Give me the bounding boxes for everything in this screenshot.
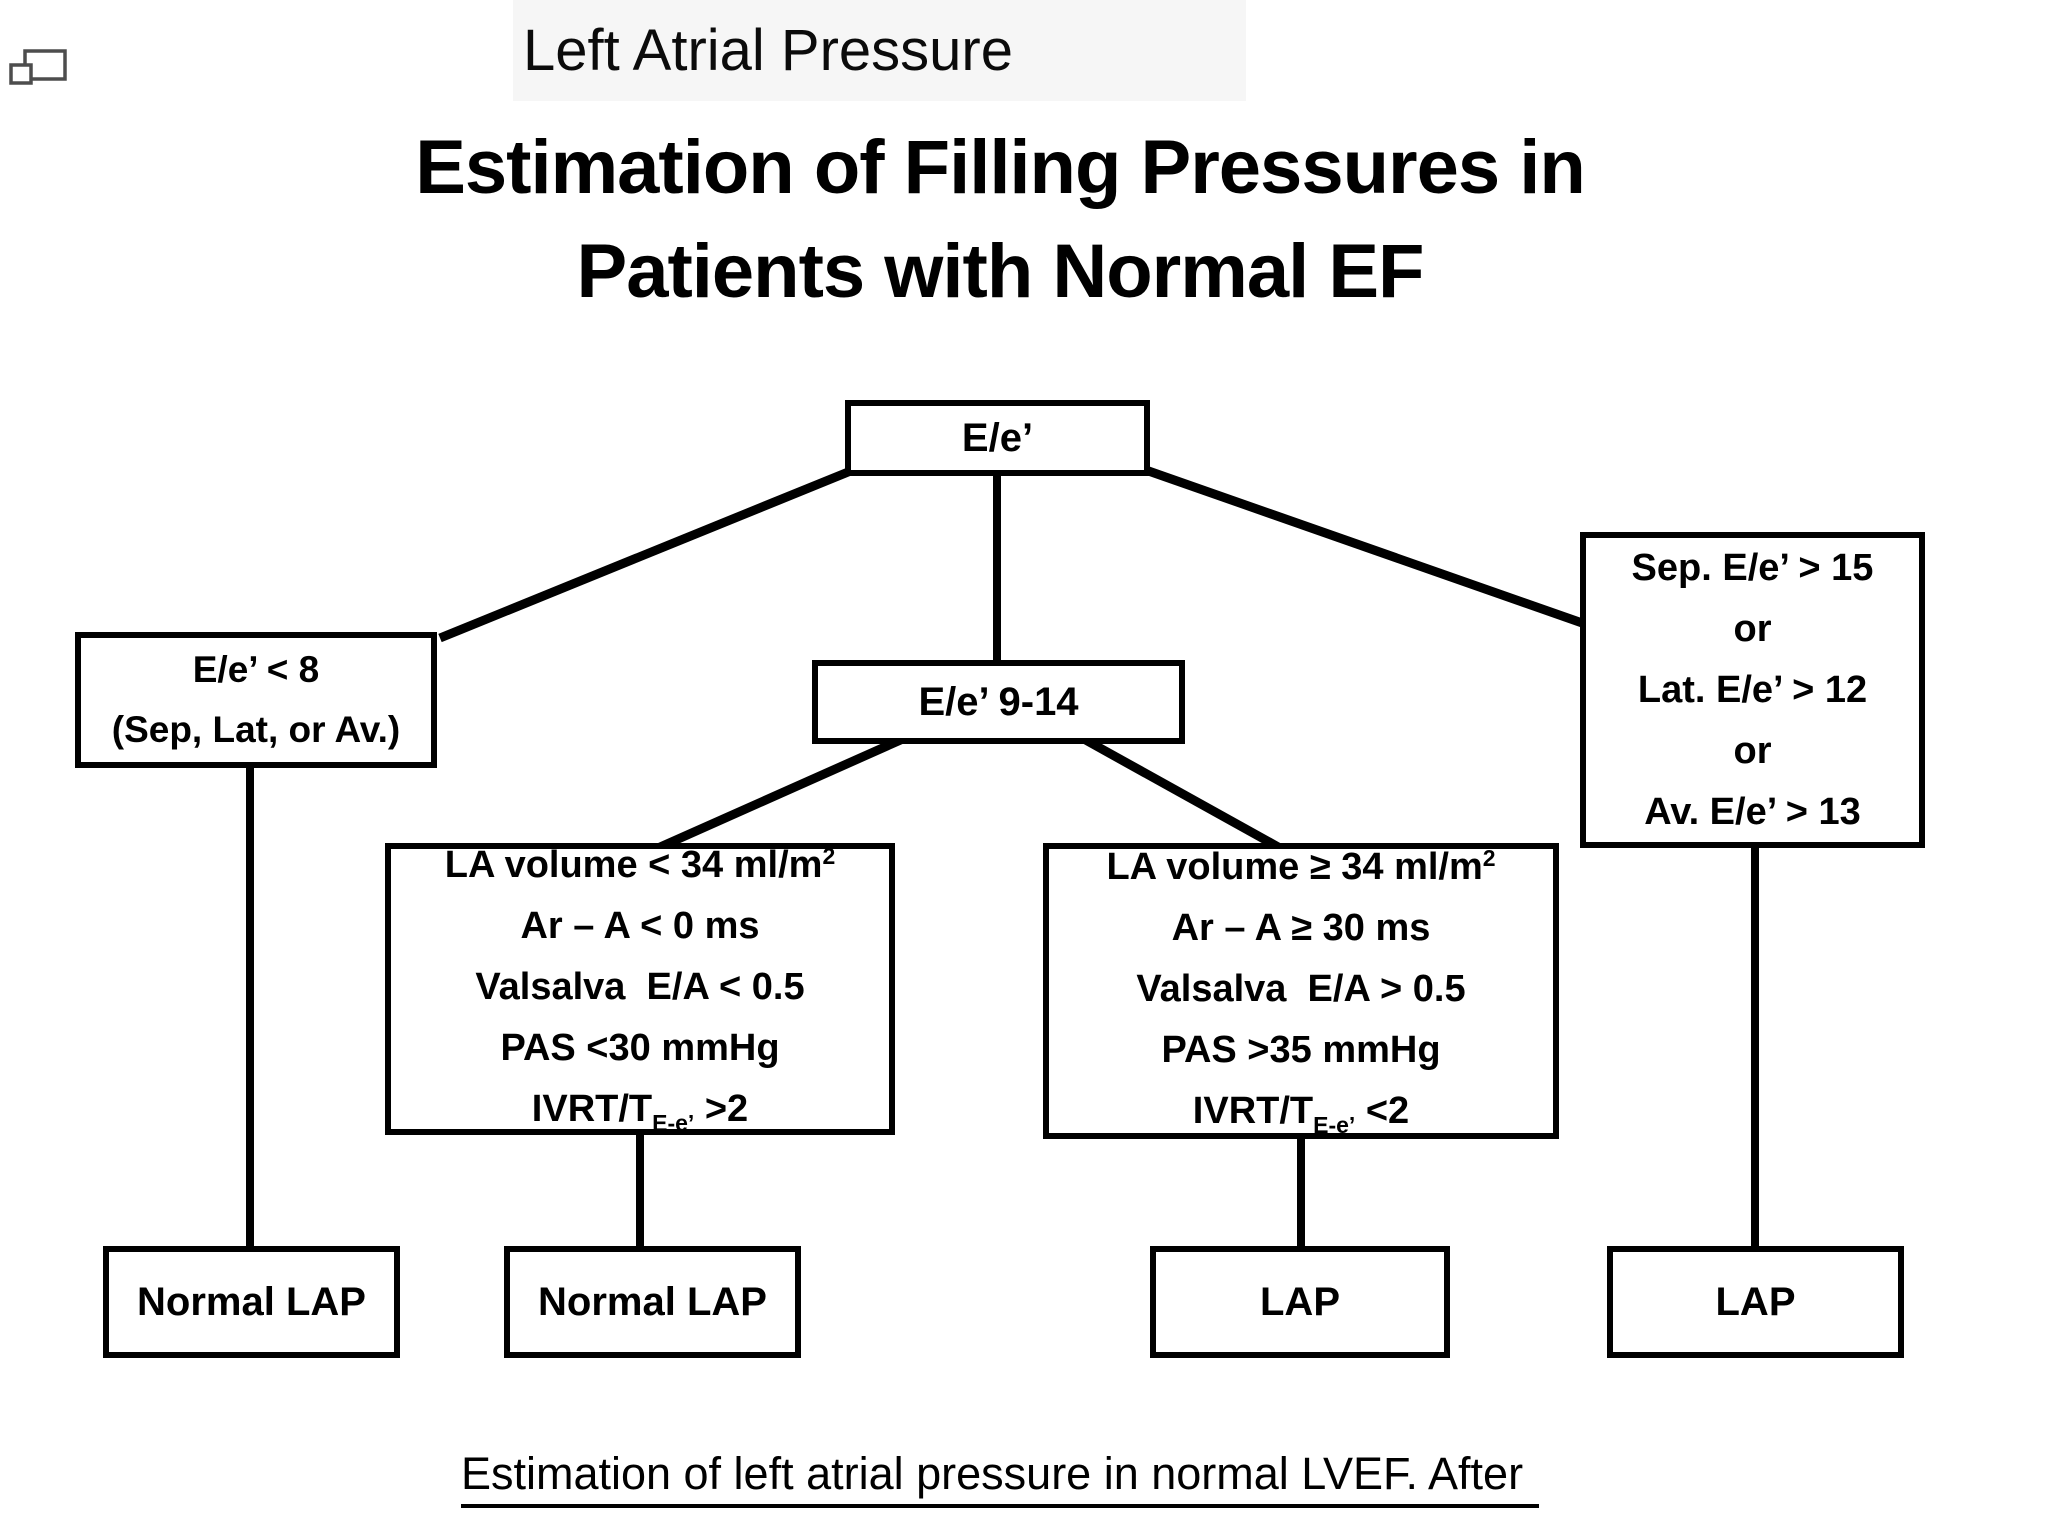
outcome-label: LAP [1715, 1279, 1796, 1324]
figure-caption-text: Estimation of left atrial pressure in no… [460, 1448, 1540, 1508]
flow-box-high-line3: Lat. E/e’ > 12 [1637, 668, 1868, 711]
flow-box-root: E/e’ [845, 400, 1150, 476]
connector-mid-to-crit2 [1079, 734, 1283, 852]
criteria-normal-line3: Valsalva E/A < 0.5 [475, 965, 805, 1008]
connector-root-to-low [438, 463, 860, 643]
header-bar: Left Atrial Pressure [513, 0, 1246, 101]
flow-box-high-line4: or [1733, 729, 1772, 772]
slide-title-line1: Estimation of Filling Pressures in [415, 125, 1586, 210]
criteria-normal-line5: IVRT/TE-e’ >2 [531, 1087, 749, 1136]
flow-box-mid-ee: E/e’ 9-14 [812, 660, 1185, 744]
flow-box-low-line2: (Sep, Lat, or Av.) [111, 709, 401, 750]
flow-box-root-label: E/e’ [961, 415, 1034, 460]
slide-title: Estimation of Filling Pressures in Patie… [0, 116, 2000, 324]
outcome-label: Normal LAP [538, 1279, 767, 1324]
flow-box-outcome-normal-lap-2: Normal LAP [504, 1246, 801, 1358]
flow-box-criteria-elevated: LA volume ≥ 34 ml/m2 Ar – A ≥ 30 ms Vals… [1043, 843, 1559, 1139]
outcome-label: LAP [1260, 1279, 1340, 1324]
flow-box-outcome-lap-1: LAP [1150, 1246, 1450, 1358]
flow-box-low-line1: E/e’ < 8 [192, 649, 320, 690]
flow-box-high-line5: Av. E/e’ > 13 [1644, 790, 1861, 833]
criteria-elevated-line1: LA volume ≥ 34 ml/m2 [1106, 844, 1496, 888]
flow-box-criteria-normal: LA volume < 34 ml/m2 Ar – A < 0 ms Valsa… [385, 843, 895, 1136]
figure-caption: Estimation of left atrial pressure in no… [0, 1448, 2000, 1508]
flow-box-outcome-normal-lap-1: Normal LAP [103, 1246, 400, 1358]
criteria-normal-line1: LA volume < 34 ml/m2 [444, 842, 836, 886]
flow-box-high-line2: or [1733, 607, 1772, 650]
outcome-label: Normal LAP [137, 1279, 366, 1324]
slide-title-line2: Patients with Normal EF [576, 229, 1425, 314]
page-title: Left Atrial Pressure [523, 18, 1013, 83]
flow-box-low-ee: E/e’ < 8 (Sep, Lat, or Av.) [75, 632, 437, 768]
flow-box-mid-label: E/e’ 9-14 [918, 679, 1079, 724]
window-restore-icon[interactable] [6, 42, 72, 94]
criteria-elevated-line5: IVRT/TE-e’ <2 [1192, 1089, 1410, 1138]
connector-root-to-high [1138, 463, 1587, 629]
criteria-normal-line2: Ar – A < 0 ms [520, 904, 760, 947]
criteria-elevated-line3: Valsalva E/A > 0.5 [1136, 967, 1466, 1010]
connector-mid-to-crit1 [656, 733, 907, 853]
flow-box-outcome-lap-2: LAP [1607, 1246, 1904, 1358]
flow-box-high-line1: Sep. E/e’ > 15 [1631, 546, 1874, 589]
criteria-elevated-line2: Ar – A ≥ 30 ms [1171, 906, 1431, 949]
flow-box-high-ee: Sep. E/e’ > 15 or Lat. E/e’ > 12 or Av. … [1580, 532, 1925, 848]
criteria-elevated-line4: PAS >35 mmHg [1161, 1028, 1441, 1071]
criteria-normal-line4: PAS <30 mmHg [500, 1026, 780, 1069]
